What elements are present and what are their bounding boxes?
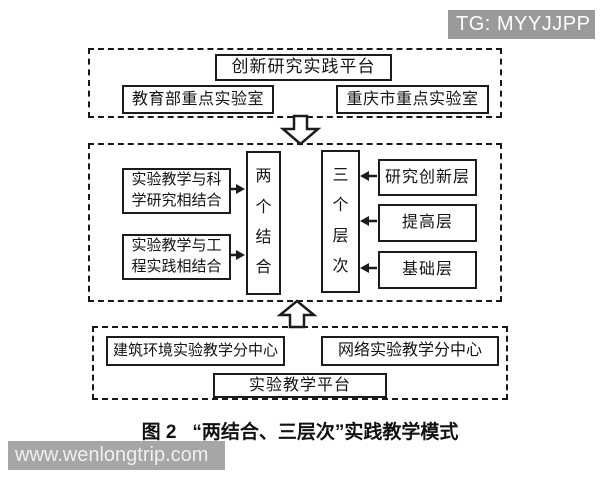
network-center-box: 网络实验教学分中心 [321, 336, 499, 366]
innovation-platform-box: 创新研究实践平台 [215, 54, 392, 81]
moe-key-lab-box: 教育部重点实验室 [122, 85, 274, 114]
two-combinations-box: 两个结合 [246, 151, 281, 295]
level-advanced-box: 提高层 [378, 204, 477, 242]
combination-science-box: 实验教学与科 学研究相结合 [122, 168, 231, 214]
figure-title: “两结合、三层次”实践教学模式 [192, 422, 459, 443]
combination-engineering-box: 实验教学与工 程实践相结合 [122, 234, 231, 280]
figure-caption: 图 2 “两结合、三层次”实践教学模式 [0, 417, 600, 444]
telegram-watermark-badge: TG: MYYJJPP [448, 10, 595, 39]
top-platform-group: 创新研究实践平台 教育部重点实验室 重庆市重点实验室 [88, 48, 502, 118]
chongqing-key-lab-box: 重庆市重点实验室 [336, 85, 489, 114]
flow-arrow-up-icon [276, 299, 318, 329]
figure-number: 图 2 [141, 422, 177, 443]
combination-engineering-label: 实验教学与工 程实践相结合 [131, 238, 222, 275]
bottom-platform-group: 建筑环境实验教学分中心 网络实验教学分中心 实验教学平台 [92, 326, 508, 400]
level-research-innovation-box: 研究创新层 [378, 159, 477, 196]
level-basic-box: 基础层 [378, 251, 477, 289]
combination-science-label: 实验教学与科 学研究相结合 [131, 172, 222, 209]
three-levels-box: 三个层次 [321, 150, 360, 293]
flow-arrow-down-icon [279, 114, 322, 146]
site-watermark: www.wenlongtrip.com [8, 441, 225, 470]
middle-mode-group: 实验教学与科 学研究相结合 实验教学与工 程实践相结合 两个结合 三个层次 研究… [88, 143, 502, 302]
building-env-center-box: 建筑环境实验教学分中心 [106, 336, 285, 366]
teaching-platform-box: 实验教学平台 [213, 373, 387, 398]
